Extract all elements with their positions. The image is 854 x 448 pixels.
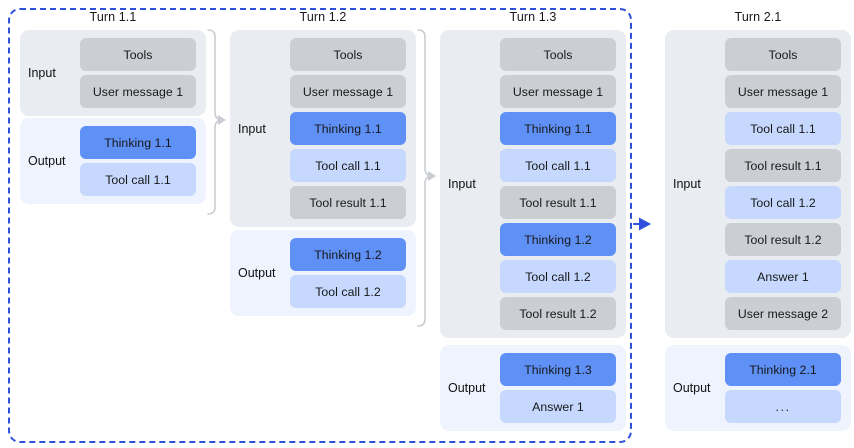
context-chip: Thinking 1.2 <box>500 223 616 256</box>
context-chip: Thinking 1.1 <box>80 126 196 159</box>
context-chip: Tools <box>80 38 196 71</box>
context-chip: Tool result 1.2 <box>500 297 616 330</box>
output-panel-label: Output <box>448 381 486 395</box>
context-chip: Tools <box>290 38 406 71</box>
turn-title: Turn 2.1 <box>734 10 782 24</box>
context-chip: Tool call 1.2 <box>500 260 616 293</box>
input-panel-label: Input <box>28 66 56 80</box>
context-chip: Thinking 1.1 <box>500 112 616 145</box>
input-panel-label: Input <box>673 177 701 191</box>
context-chip: Tool call 1.2 <box>725 186 841 219</box>
context-chip: Answer 1 <box>725 260 841 293</box>
connector-brace-2 <box>416 28 442 328</box>
context-chip: Tools <box>500 38 616 71</box>
next-turn-arrow-icon <box>632 216 651 232</box>
context-chip: Thinking 1.3 <box>500 353 616 386</box>
input-panel-label: Input <box>448 177 476 191</box>
output-panel-label: Output <box>673 381 711 395</box>
connector-brace-1 <box>206 28 232 216</box>
turn-title: Turn 1.3 <box>509 10 557 24</box>
context-chip: Thinking 2.1 <box>725 353 841 386</box>
context-chip: Tool result 1.2 <box>725 223 841 256</box>
context-chip: Tool call 1.1 <box>290 149 406 182</box>
context-chip: ... <box>725 390 841 423</box>
context-chip: Tool call 1.1 <box>725 112 841 145</box>
context-chip: Tool result 1.1 <box>500 186 616 219</box>
context-chip: User message 1 <box>725 75 841 108</box>
context-chip: Thinking 1.1 <box>290 112 406 145</box>
context-chip: Tool call 1.1 <box>80 163 196 196</box>
turn-title: Turn 1.1 <box>89 10 137 24</box>
output-panel-label: Output <box>238 266 276 280</box>
context-chip: Tool result 1.1 <box>290 186 406 219</box>
output-panel: Output Thinking 2.1... <box>665 345 851 431</box>
context-chip: Tool call 1.1 <box>500 149 616 182</box>
input-panel-label: Input <box>238 121 266 136</box>
context-chip: User message 2 <box>725 297 841 330</box>
context-chip: User message 1 <box>290 75 406 108</box>
context-chip: User message 1 <box>500 75 616 108</box>
context-chip: User message 1 <box>80 75 196 108</box>
output-panel-label: Output <box>28 154 66 168</box>
turn-title: Turn 1.2 <box>299 10 347 24</box>
context-chip: Thinking 1.2 <box>290 238 406 271</box>
context-chip: Answer 1 <box>500 390 616 423</box>
context-chip: Tools <box>725 38 841 71</box>
context-chip: Tool result 1.1 <box>725 149 841 182</box>
context-chip: Tool call 1.2 <box>290 275 406 308</box>
